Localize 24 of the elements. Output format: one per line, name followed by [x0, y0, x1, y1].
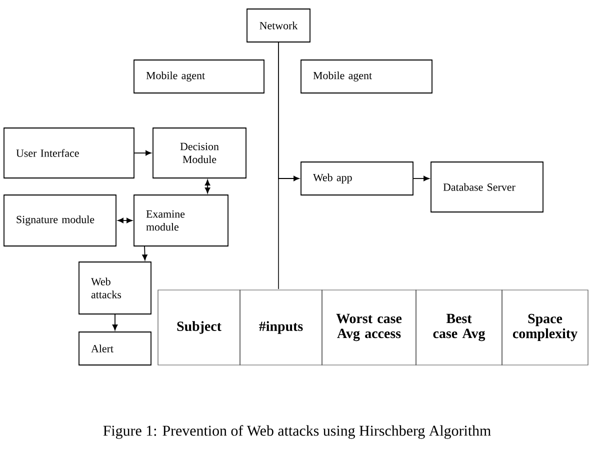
module-box: Examine module [134, 194, 228, 246]
arrow [413, 176, 430, 182]
table-cell: Subject [158, 290, 240, 366]
table-cell: Worst case Avg access [322, 290, 416, 366]
module-box: Decision Module [152, 128, 246, 178]
caption: Figure 1: Prevention of Web attacks using Hirschberg Algorithm [103, 425, 491, 439]
module-box: Mobile agent [134, 60, 264, 94]
arrow [278, 42, 300, 182]
module-box: Mobile agent [300, 60, 432, 94]
module-box: Alert [78, 332, 152, 366]
module-box: Network [246, 8, 310, 42]
module-box: Database Server [430, 162, 544, 212]
table-cell: Space complexity [502, 290, 588, 366]
arrow [134, 150, 152, 156]
module-box: Web app [300, 162, 414, 196]
table-cell: #inputs [240, 290, 322, 366]
module-box: Signature module [4, 194, 116, 246]
arrow [204, 180, 210, 194]
arrow [118, 218, 132, 224]
arrow [142, 246, 148, 260]
arrow [112, 314, 118, 330]
module-box: Web attacks [78, 262, 152, 314]
module-box: User Interface [4, 128, 134, 178]
table-cell: Best case Avg [416, 290, 502, 366]
